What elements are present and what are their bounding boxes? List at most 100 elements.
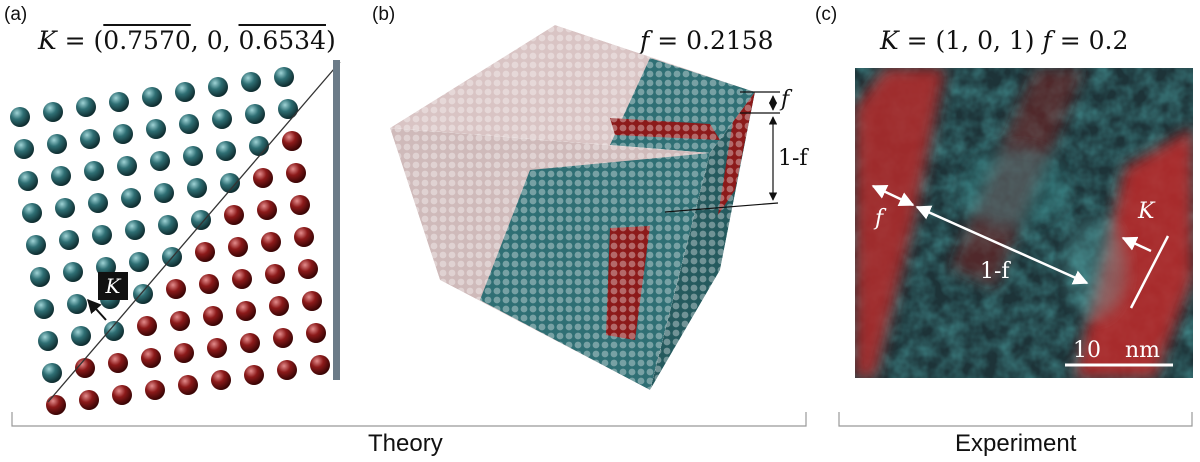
cube-atom <box>601 133 609 141</box>
cube-atom <box>655 215 663 223</box>
cube-atom <box>699 374 707 382</box>
red-atom <box>46 395 66 415</box>
cube-atom <box>717 320 725 328</box>
cube-atom <box>466 278 474 286</box>
cube-atom <box>511 152 519 160</box>
cube-atom <box>619 34 627 42</box>
red-atom <box>257 200 277 220</box>
cube-atom <box>717 257 725 265</box>
cube-atom <box>413 17 420 24</box>
cube-atom <box>377 134 384 141</box>
cube-atom <box>691 170 699 178</box>
cube-atom <box>448 323 456 331</box>
cube-atom <box>565 332 573 340</box>
cube-atom <box>538 25 546 33</box>
cube-atom <box>672 311 680 319</box>
cube-atom <box>574 386 582 390</box>
cube-atom <box>681 374 689 382</box>
cube-atom <box>700 323 708 331</box>
cube-atom <box>601 233 609 241</box>
cube-atom <box>466 79 474 87</box>
cube-atom <box>628 233 636 241</box>
cube-atom <box>457 332 465 340</box>
cube-atom <box>745 43 753 51</box>
cube-atom <box>610 170 618 178</box>
cube-atom <box>520 88 528 96</box>
cube-atom <box>502 377 510 385</box>
equation-value-2: 0 <box>206 26 223 55</box>
cube-atom <box>601 206 609 214</box>
cube-atom <box>430 170 438 178</box>
cube-atom <box>663 329 671 337</box>
cube-atom <box>390 143 393 151</box>
cube-atom <box>421 25 429 33</box>
cube-atom <box>412 350 420 358</box>
cube-atom <box>390 215 393 223</box>
cube-atom <box>672 374 680 382</box>
cube-atom <box>646 341 654 349</box>
cube-atom <box>583 359 591 367</box>
cube-atom <box>753 194 755 202</box>
cube-atom <box>412 134 420 142</box>
cube-atom <box>681 302 689 310</box>
cube-atom <box>529 314 537 322</box>
cube-atom <box>484 43 492 51</box>
cube-atom <box>654 365 662 373</box>
red-atom <box>199 274 219 294</box>
cube-atom <box>736 52 744 60</box>
cube-atom <box>601 197 609 205</box>
cube-atom <box>735 140 743 148</box>
cube-atom <box>377 279 384 286</box>
cube-atom <box>520 242 528 250</box>
cube-atom <box>547 287 555 295</box>
cube-atom <box>394 143 402 151</box>
cube-atom <box>664 242 672 250</box>
cube-atom <box>547 61 555 69</box>
cube-atom <box>628 224 636 232</box>
cube-atom <box>611 17 618 24</box>
teal-atom <box>208 77 228 97</box>
cube-atom <box>502 97 510 105</box>
cube-atom <box>673 161 681 169</box>
teal-atom <box>175 82 195 102</box>
cube-atom <box>717 248 725 256</box>
cube-atom <box>655 323 663 331</box>
cube-atom <box>403 161 411 169</box>
cube-atom <box>556 61 564 69</box>
teal-atom <box>51 166 71 186</box>
cube-atom <box>430 152 438 160</box>
cube-atom <box>421 305 429 313</box>
cube-atom <box>493 88 501 96</box>
cube-atom <box>709 296 710 304</box>
cube-atom <box>502 34 510 42</box>
cube-atom <box>727 97 735 105</box>
cube-atom <box>655 179 663 187</box>
cube-atom <box>754 115 755 123</box>
cube-atom <box>718 34 726 42</box>
cube-atom <box>390 61 393 69</box>
cube-atom <box>691 368 699 376</box>
cube-atom <box>735 383 743 390</box>
cube-atom <box>565 25 573 33</box>
cube-atom <box>583 152 591 160</box>
cube-atom <box>439 97 447 105</box>
cube-atom <box>735 275 743 283</box>
cube-atom <box>664 142 672 150</box>
cube-atom <box>457 25 465 33</box>
cube-atom <box>744 284 752 292</box>
cube-atom <box>753 212 755 220</box>
cube-atom <box>466 97 474 105</box>
cube-atom <box>556 170 564 178</box>
cube-atom <box>709 43 717 51</box>
cube-atom <box>708 347 716 355</box>
cube-atom <box>717 158 725 166</box>
cube-atom <box>664 106 672 114</box>
cube-atom <box>718 124 726 132</box>
cube-atom <box>690 356 698 364</box>
cube-atom <box>583 25 591 33</box>
cube-atom <box>556 124 564 132</box>
cube-atom <box>610 341 618 349</box>
red-atom <box>265 264 285 284</box>
cube-atom <box>430 188 438 196</box>
cube-atom <box>430 34 438 42</box>
